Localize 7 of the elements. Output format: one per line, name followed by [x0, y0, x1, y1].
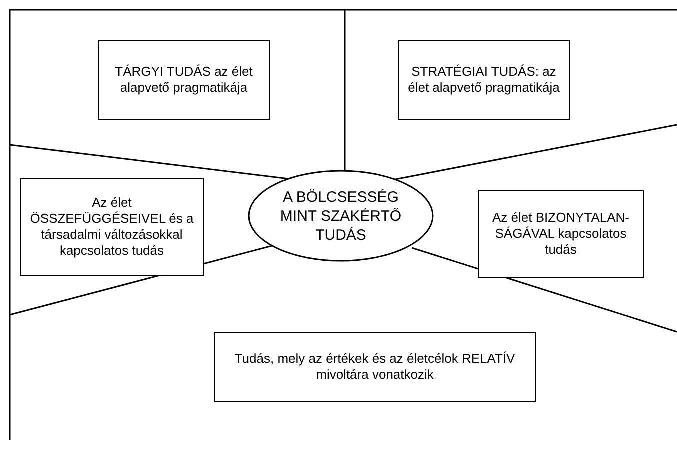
- text-box: TÁRGYI TUDÁS az élet alapvető pragmatikája: [98, 40, 270, 120]
- text-box: STRATÉGIAI TUDÁS: az élet alapvető pragmatikája: [398, 40, 570, 120]
- ellipse-text: A BÖLCSESSÉG MINT SZAKÉRTŐ TUDÁS: [279, 188, 403, 244]
- text-box: Az élet ÖSSZEFÜGGÉSEIVEL és a társadalmi változásokkal kapcsolatos tudás: [20, 178, 204, 276]
- text-box: Az élet BIZONYTALAN-SÁGÁVAL kapcsolatos tudás: [478, 190, 644, 278]
- central-ellipse: [248, 170, 434, 262]
- text-box: Tudás, mely az értékek és az életcélok RELATÍV mivoltára vonatkozik: [214, 332, 536, 402]
